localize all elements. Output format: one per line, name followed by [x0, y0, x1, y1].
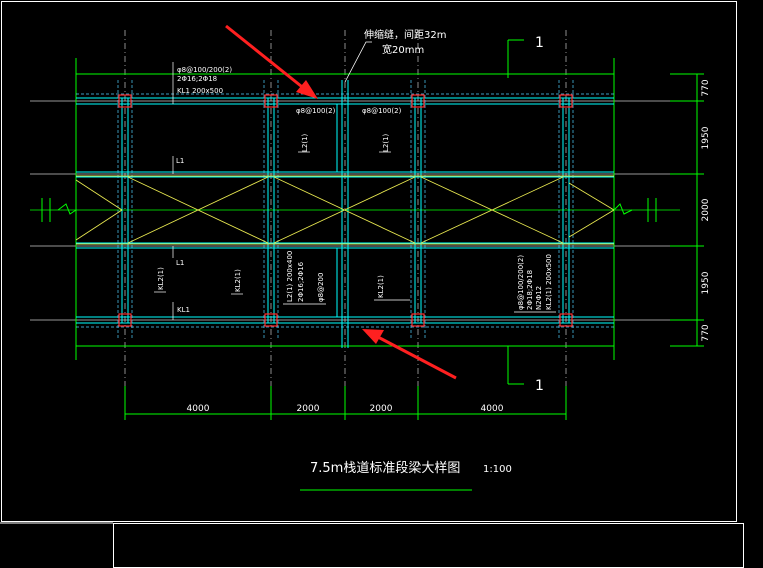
kl2-b-label: KL2(1): [234, 269, 242, 292]
arrow-top-shaft: [225, 24, 307, 92]
drawing-title: 7.5m栈道标准段梁大样图: [310, 461, 460, 476]
dim-right-4: 1950: [701, 271, 711, 294]
arrow-bottom-shaft: [375, 334, 457, 380]
l1-lower-label: L1: [176, 259, 184, 267]
slab-outline: [75, 58, 615, 360]
dimension-right-labels: 770 1950 2000 1950 770: [701, 79, 711, 341]
dimension-right: [670, 73, 704, 347]
right-label-2: 2Φ18;2Φ18: [526, 270, 534, 310]
dim-bottom-2: 2000: [297, 404, 320, 414]
joint-leader: [344, 41, 372, 83]
mid-label-2: 2Φ16;2Φ16: [297, 261, 305, 302]
axis-lines-vertical: [124, 30, 567, 400]
l2-left-label: L2(1): [301, 133, 309, 152]
dimension-bottom: [124, 386, 567, 420]
break-symbols: [41, 198, 657, 222]
label-leaders: [154, 62, 556, 320]
right-label-4: KL2(1) 200x500: [545, 254, 553, 310]
section-marker-bottom: [507, 346, 524, 385]
cross-braces: [75, 175, 615, 245]
stirrup-right-label: φ8@100(2): [362, 107, 402, 115]
kl2-a-label: KL2(1): [157, 267, 165, 290]
top-beam-label-1: φ8@100/200(2): [177, 66, 232, 74]
annotation-arrows: [225, 24, 457, 380]
dimension-bottom-labels: 4000 2000 2000 4000: [187, 404, 504, 414]
dim-right-1: 770: [701, 79, 711, 96]
top-beam-label-2: 2Φ16;2Φ18: [177, 75, 217, 83]
title-block-frame: [113, 523, 744, 568]
stirrup-left-label: φ8@100(2): [296, 107, 336, 115]
mid-label-1: L2(1) 200x400: [286, 251, 294, 302]
dim-bottom-1: 4000: [187, 404, 210, 414]
dim-right-3: 2000: [701, 198, 711, 221]
rebar-dashed: [76, 80, 614, 340]
dim-right-5: 770: [701, 324, 711, 341]
dim-bottom-3: 2000: [370, 404, 393, 414]
section-mark-bottom-label: 1: [535, 378, 544, 394]
drawing-frame: [1, 1, 737, 522]
beam-labels: φ8@100/200(2) 2Φ16;2Φ18 KL1 200x500 φ8@1…: [176, 66, 402, 314]
l2-right-label: L2(1): [382, 133, 390, 152]
right-label-3: N2Φ12: [535, 286, 543, 310]
joint-note-line1: 伸缩缝，间距32m: [364, 28, 446, 41]
dim-bottom-4: 4000: [481, 404, 504, 414]
dim-right-2: 1950: [701, 126, 711, 149]
arrow-top-head: [296, 80, 318, 99]
columns: [118, 94, 573, 327]
joint-note-line2: 宽20mm: [382, 43, 424, 56]
beams: [76, 80, 614, 348]
section-marker-top: [507, 39, 524, 78]
section-mark-top-label: 1: [535, 35, 544, 51]
mid-label-3: φ8@200: [317, 273, 325, 302]
rotated-labels: L2(1) L2(1) KL2(1) KL2(1) KL2(1) L2(1) 2…: [157, 133, 553, 310]
right-label-1: φ8@100/200(2): [517, 255, 525, 310]
kl1-bottom-label: KL1: [177, 306, 190, 314]
axis-lines-horizontal: [30, 100, 690, 321]
l1-upper-label: L1: [176, 157, 184, 165]
top-beam-label-3: KL1 200x500: [177, 87, 223, 95]
kl2-c-label: KL2(1): [377, 275, 385, 298]
arrow-bottom-head: [362, 329, 384, 344]
drawing-scale: 1:100: [483, 464, 512, 475]
